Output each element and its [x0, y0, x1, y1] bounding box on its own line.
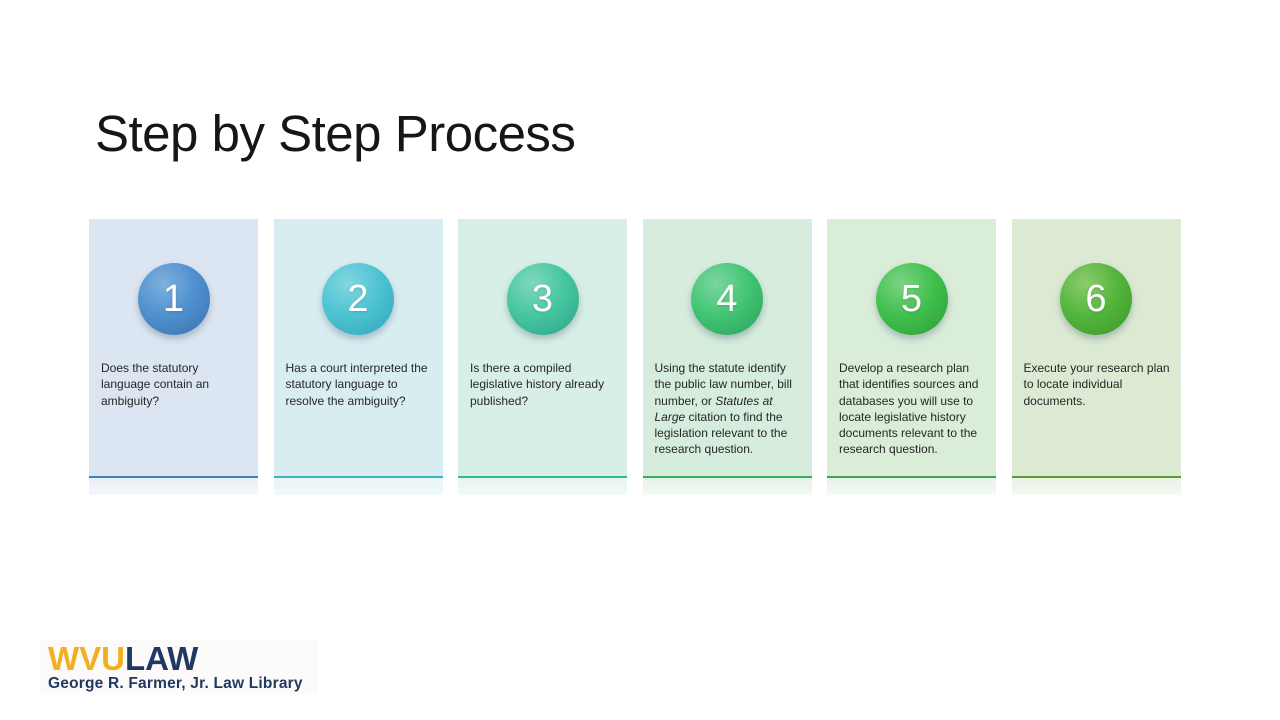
accent-divider	[1011, 476, 1181, 478]
card-reflection	[827, 478, 996, 495]
step-description: Execute your research plan to locate ind…	[1012, 360, 1181, 409]
logo-tagline: George R. Farmer, Jr. Law Library	[48, 675, 303, 692]
step-card-4: 4 Using the statute identify the public …	[642, 219, 812, 495]
accent-divider	[642, 476, 812, 478]
step-circle-badge: 3	[506, 263, 579, 335]
card-reflection	[642, 478, 812, 495]
card-reflection	[1011, 478, 1181, 495]
step-card-5: 5 Develop a research plan that identifie…	[827, 219, 996, 495]
step-description-text: Is there a compiled legislative history …	[470, 361, 605, 408]
step-description: Has a court interpreted the statutory la…	[274, 360, 443, 409]
step-card-6: 6 Execute your research plan to locate i…	[1011, 219, 1181, 495]
step-description-text: Has a court interpreted the statutory la…	[285, 361, 428, 408]
step-description: Does the statutory language contain an a…	[89, 360, 258, 409]
step-number: 2	[347, 277, 369, 320]
step-card-body: 3 Is there a compiled legislative histor…	[458, 219, 627, 476]
logo-law-text: LAW	[125, 640, 199, 677]
step-number: 1	[162, 277, 185, 320]
step-description-text: Does the statutory language contain an a…	[101, 361, 210, 408]
step-number: 6	[1085, 277, 1107, 320]
step-description: Using the statute identify the public la…	[643, 360, 812, 458]
accent-divider	[89, 476, 258, 478]
page-title: Step by Step Process	[95, 105, 576, 163]
step-description-text: Using the statute identify the public la…	[654, 361, 792, 408]
step-card-body: 5 Develop a research plan that identifie…	[827, 219, 996, 476]
step-number: 5	[900, 277, 923, 320]
step-description-text: Develop a research plan that identifies …	[839, 361, 979, 457]
step-description: Is there a compiled legislative history …	[458, 360, 627, 409]
step-circle-badge: 2	[322, 263, 394, 335]
accent-divider	[827, 476, 996, 478]
step-circle-badge: 6	[1060, 263, 1132, 335]
step-number: 4	[716, 277, 738, 320]
steps-container: 1 Does the statutory language contain an…	[89, 219, 1181, 495]
card-reflection	[273, 478, 443, 495]
step-card-body: 2 Has a court interpreted the statutory …	[273, 219, 443, 476]
card-reflection	[458, 478, 627, 495]
accent-divider	[273, 476, 443, 478]
step-description-italic: Statutes at Large	[654, 393, 773, 424]
step-card-body: 1 Does the statutory language contain an…	[89, 219, 258, 476]
wvu-law-logo: WVULAW George R. Farmer, Jr. Law Library	[40, 640, 318, 694]
step-card-body: 4 Using the statute identify the public …	[642, 219, 812, 476]
step-circle-badge: 5	[875, 263, 948, 335]
step-circle-badge: 1	[137, 263, 210, 335]
step-description-tail: citation to find the legislation relevan…	[654, 409, 788, 457]
logo-wordmark: WVULAW	[48, 642, 318, 675]
card-reflection	[89, 478, 258, 495]
step-card-body: 6 Execute your research plan to locate i…	[1011, 219, 1181, 476]
step-description: Develop a research plan that identifies …	[827, 360, 996, 458]
step-card-2: 2 Has a court interpreted the statutory …	[273, 219, 443, 495]
step-card-1: 1 Does the statutory language contain an…	[89, 219, 258, 495]
step-description-text: Execute your research plan to locate ind…	[1023, 361, 1170, 408]
step-circle-badge: 4	[691, 263, 763, 335]
accent-divider	[458, 476, 627, 478]
step-number: 3	[531, 277, 554, 320]
step-card-3: 3 Is there a compiled legislative histor…	[458, 219, 627, 495]
logo-wvu-text: WVU	[48, 640, 125, 677]
